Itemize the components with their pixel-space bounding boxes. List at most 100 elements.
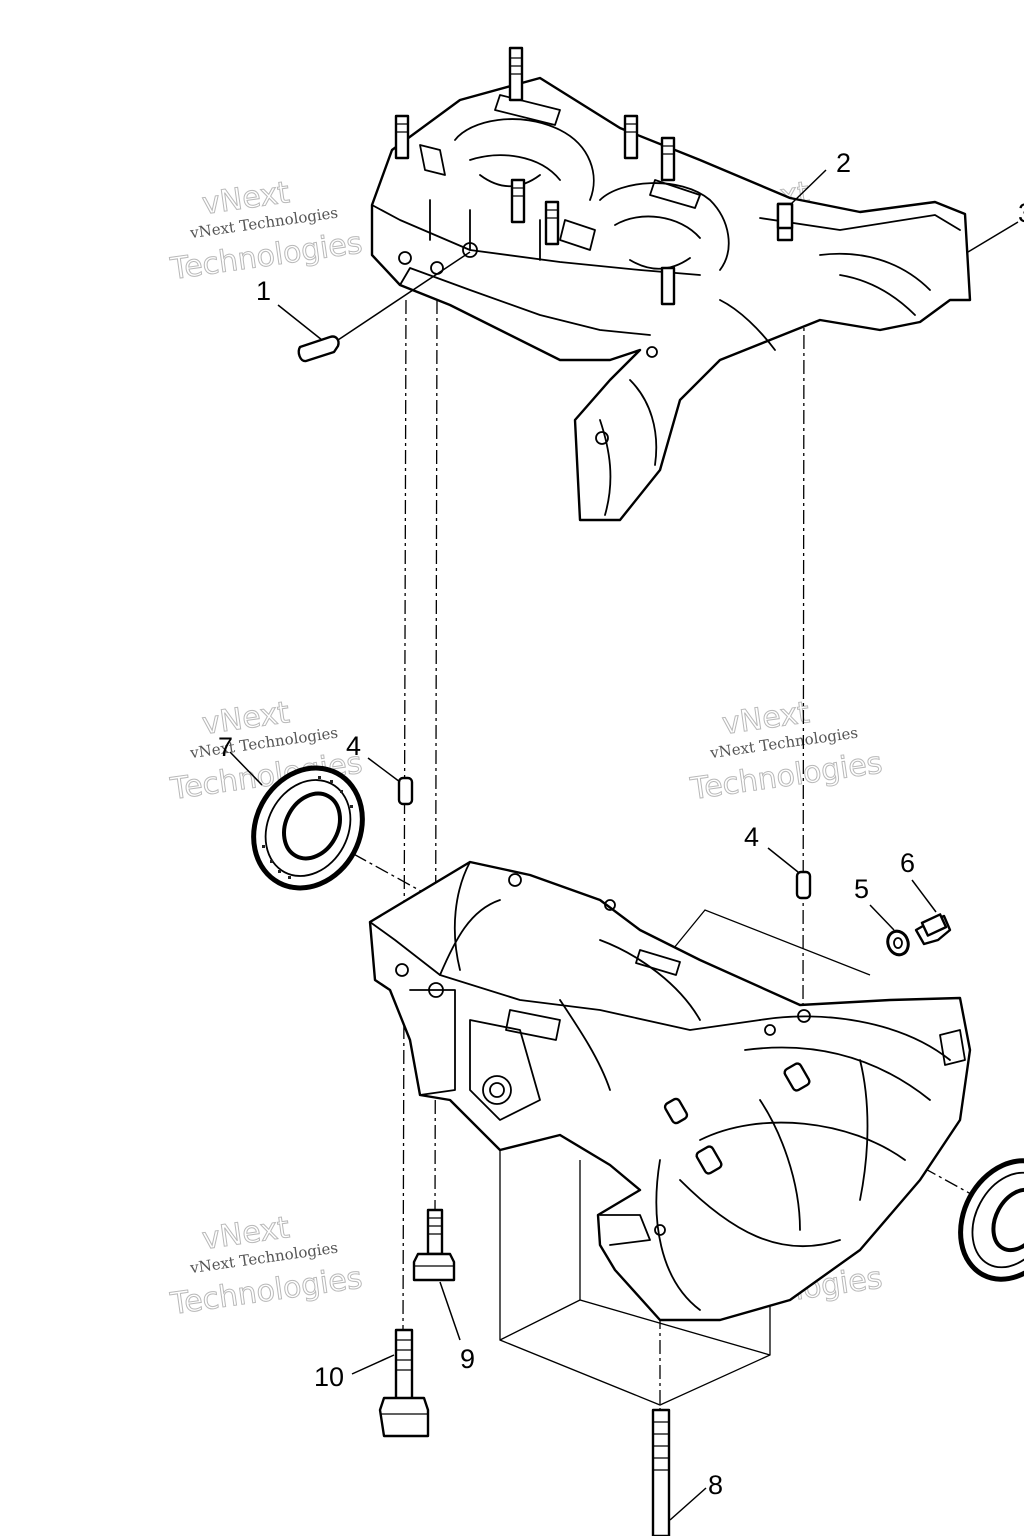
dowel-pin-4a (397, 776, 414, 806)
stud (544, 200, 560, 246)
callout-9: 9 (460, 1344, 475, 1374)
upper-bearing-web-2 (629, 257, 691, 270)
upper-mount-hole (595, 431, 609, 445)
lower-boss-center (469, 1019, 541, 1121)
callout-6: 6 (900, 848, 915, 878)
leader-4b (767, 847, 799, 873)
upper-cylinder-arc-2 (614, 215, 701, 239)
leader-4a (367, 757, 401, 783)
leader-9 (439, 1281, 461, 1341)
callout-5: 5 (854, 874, 869, 904)
lower-bearing-saddle-2 (599, 939, 701, 1021)
stud (623, 114, 639, 160)
upper-bolt-hole (398, 251, 412, 265)
leader-7 (229, 751, 263, 786)
crank-seal-right (958, 1158, 1024, 1282)
housing-arc-4 (679, 1179, 841, 1248)
crank-seal-left (251, 765, 365, 891)
leader-5 (869, 904, 895, 931)
stud-2 (776, 202, 794, 230)
callout-4a: 4 (346, 731, 361, 761)
dowel-pin-1 (297, 251, 471, 363)
lower-bearing-saddle-1 (439, 899, 501, 976)
upper-bearing-web-1 (479, 174, 541, 188)
lower-boss-stud (695, 1145, 723, 1175)
stud (660, 136, 676, 182)
lower-bolt-hole (395, 963, 409, 977)
lower-oil-port (505, 1009, 561, 1041)
lower-bolt-hole (764, 1024, 776, 1036)
bolt-9 (412, 1208, 456, 1282)
upper-arm-rib (719, 299, 776, 351)
lower-mount-tab (599, 1214, 651, 1246)
upper-crankcase (370, 46, 972, 522)
lower-bolt-hole (797, 1009, 811, 1023)
stud (510, 178, 526, 224)
housing-rib (759, 1099, 801, 1231)
callout-3: 3 (1018, 198, 1024, 228)
housing-arc-2 (744, 1046, 931, 1101)
housing-arc-5 (655, 1159, 701, 1311)
bolt-8 (651, 1408, 671, 1536)
lower-bore-hole (482, 1075, 512, 1105)
lower-bolt-hole (428, 982, 444, 998)
upper-exhaust-curve-2 (839, 274, 916, 316)
callout-1: 1 (256, 276, 271, 306)
upper-dowel-hole (462, 242, 478, 258)
upper-crankcase-lower-edge (399, 267, 651, 336)
upper-cylinder-bore-2 (599, 182, 730, 271)
upper-crankcase-flange (371, 204, 701, 276)
lower-web (559, 999, 611, 1091)
upper-mount-hole (646, 346, 658, 358)
stud-threads (396, 57, 674, 219)
lower-bolt-hole (508, 873, 522, 887)
callout-7: 7 (218, 732, 233, 762)
leader-2 (789, 169, 827, 206)
leader-6 (911, 879, 937, 913)
upper-port-4 (559, 219, 596, 251)
callout-10: 10 (314, 1362, 344, 1392)
upper-cylinder-arc-1 (469, 154, 561, 181)
upper-exhaust-curve (819, 252, 931, 291)
upper-exhaust-top (759, 214, 961, 231)
lower-boss-stud (783, 1062, 811, 1092)
upper-port-3 (419, 144, 446, 176)
callout-labels: 1 2 3 4 4 5 6 7 8 9 10 (218, 148, 1024, 1500)
callout-8: 8 (708, 1470, 723, 1500)
callout-4b: 4 (744, 822, 759, 852)
lower-bolt-hole (654, 1224, 666, 1236)
bolt-10 (378, 1328, 430, 1438)
upper-port-2 (649, 179, 701, 209)
upper-leg-rib (599, 419, 612, 516)
stud (660, 266, 676, 306)
callout-leaders (229, 169, 1019, 1521)
upper-leg-rib-2 (629, 379, 658, 466)
housing-arc-3 (699, 1121, 906, 1161)
lower-port-2 (635, 949, 681, 976)
watermark-mid-right: vNext vNext Technologies Technologies (687, 695, 885, 808)
housing-rib-2 (859, 1059, 869, 1201)
drain-plug-6 (914, 913, 952, 946)
dowel-pin-1-axis (337, 251, 471, 341)
lower-boss-left (409, 989, 456, 1096)
lower-bore-hole-inner (489, 1082, 505, 1098)
dowel-pin-4b (795, 870, 812, 900)
lower-bolt-hole (604, 899, 616, 911)
washer-5 (886, 929, 910, 957)
lower-crankcase (368, 860, 972, 1406)
lower-boss-stud (663, 1097, 689, 1125)
leader-3 (967, 221, 1019, 253)
housing-slot (939, 1029, 966, 1066)
lower-bearing-curve-1 (453, 861, 471, 971)
lower-crankcase-flange (369, 921, 761, 1031)
callout-2: 2 (836, 148, 851, 178)
centerline-right (802, 284, 805, 1016)
housing-arc-1 (759, 1015, 951, 1061)
leader-10 (351, 1354, 395, 1375)
lower-crankcase-body (368, 860, 972, 1322)
leader-1 (277, 304, 323, 341)
leader-8 (669, 1487, 707, 1521)
centerline-left (402, 299, 407, 1331)
upper-cylinder-bore-1 (454, 118, 595, 201)
